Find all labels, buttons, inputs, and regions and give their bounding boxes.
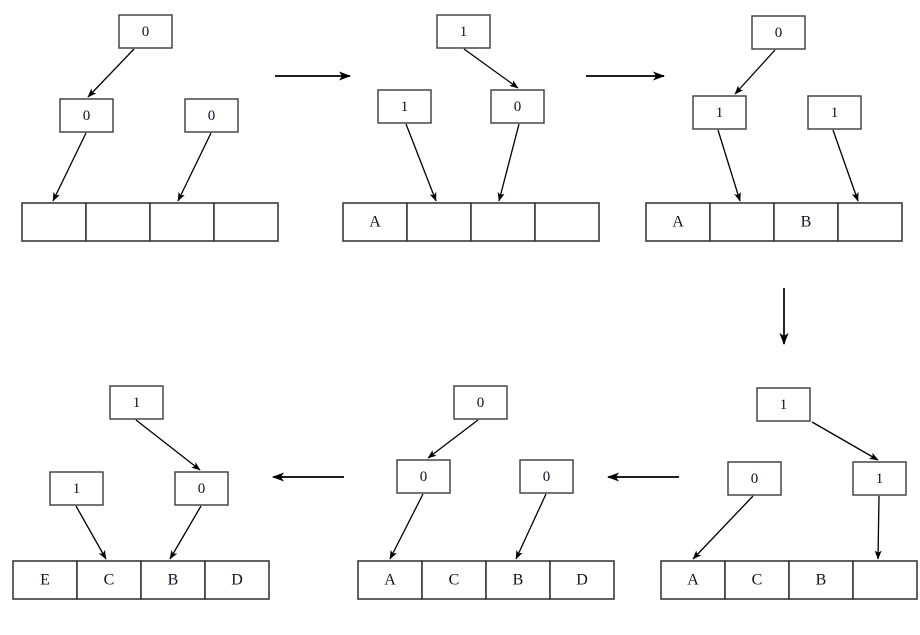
tree-node-box [852, 461, 907, 496]
tree-node-label: 0 [775, 25, 783, 41]
array-cell [852, 560, 918, 600]
tree-node-box [490, 89, 545, 124]
pointer-arrow [717, 129, 741, 202]
tree-array-panel: 0 0 0 [21, 14, 279, 242]
pointer-arrow [692, 495, 754, 560]
flow-arrows-layer [272, 71, 789, 482]
tree-node-label: 1 [460, 24, 468, 40]
tree-node-box [184, 98, 239, 133]
tree-array-panel: 1 1 0A [342, 14, 600, 242]
tree-node-box [807, 95, 862, 130]
array-cell [709, 202, 775, 242]
array-cell [534, 202, 600, 242]
tree-array-panel: 0 1 1A B [645, 15, 903, 242]
tree-node-label: 1 [73, 481, 81, 497]
tree-node-label: 0 [420, 469, 428, 485]
array-cell [724, 560, 790, 600]
array-cell-label: C [104, 572, 115, 589]
tree-node-box [396, 459, 451, 494]
pointer-arrow [463, 48, 519, 89]
pointer-arrow [87, 48, 135, 98]
tree-node-box [751, 15, 806, 50]
array-cell [85, 202, 151, 242]
pointer-arrow [734, 49, 776, 95]
array-cell-label: B [168, 572, 179, 589]
array-cell-label: A [384, 572, 396, 589]
array-cell [204, 560, 270, 600]
tree-node-box [727, 461, 782, 496]
tree-node-box [453, 385, 508, 420]
array-cell-label: B [513, 572, 524, 589]
pointer-arrow [135, 419, 201, 471]
tree-node-label: 1 [716, 105, 724, 121]
tree-array-panel: 1 0 1A C B [660, 387, 918, 600]
pointer-arrow [52, 132, 87, 202]
tree-node-label: 1 [401, 99, 409, 115]
tree-node-label: 0 [83, 108, 91, 124]
tree-node-box [692, 95, 747, 130]
tree-node-label: 0 [198, 481, 206, 497]
tree-node-box [118, 14, 173, 49]
array-cell-label: A [369, 214, 381, 231]
tree-array-panel: 1 1 0E C B D [12, 385, 270, 600]
pointer-arrow [389, 493, 424, 560]
pointer-arrow [169, 505, 202, 560]
array-cell [773, 202, 839, 242]
tree-array-panel: 0 0 0A C B D [357, 385, 615, 600]
array-cell-label: C [752, 572, 763, 589]
pointer-arrow [405, 123, 437, 202]
tree-node-box [174, 471, 229, 506]
tree-node-box [59, 98, 114, 133]
tree-node-box [756, 387, 811, 422]
pointer-arrow [874, 495, 882, 560]
tree-node-label: 0 [477, 395, 485, 411]
array-cell-label: C [449, 572, 460, 589]
tree-node-box [377, 89, 432, 124]
array-cell [21, 202, 87, 242]
array-cell [837, 202, 903, 242]
array-cell-label: A [672, 214, 684, 231]
array-cell-label: D [576, 572, 588, 589]
array-cell [421, 560, 487, 600]
array-cell [12, 560, 78, 600]
tree-node-label: 0 [208, 108, 216, 124]
tree-node-label: 0 [142, 24, 150, 40]
array-cell [549, 560, 615, 600]
pointer-arrow [811, 421, 879, 461]
tree-node-label: 1 [133, 395, 141, 411]
tree-node-label: 0 [751, 471, 759, 487]
tree-node-label: 0 [543, 469, 551, 485]
array-cell [406, 202, 472, 242]
pointer-arrow [177, 132, 212, 202]
array-cell-label: A [687, 572, 699, 589]
pointer-arrow [832, 129, 859, 202]
array-cell-label: D [231, 572, 243, 589]
array-cell-label: B [816, 572, 827, 589]
pointer-arrow [427, 419, 479, 459]
tree-node-box [519, 459, 574, 494]
tree-node-label: 1 [831, 105, 839, 121]
tree-node-label: 1 [780, 397, 788, 413]
tree-node-label: 1 [876, 471, 884, 487]
array-cell [149, 202, 215, 242]
pointer-arrow [75, 505, 107, 560]
tree-node-box [109, 385, 164, 420]
tree-node-box [436, 14, 491, 49]
array-cell [470, 202, 536, 242]
array-cell-label: E [40, 572, 50, 589]
tree-node-box [49, 471, 104, 506]
array-cell [342, 202, 408, 242]
array-cell [660, 560, 726, 600]
array-cell [140, 560, 206, 600]
array-cell-label: B [801, 214, 812, 231]
tree-node-label: 0 [514, 99, 522, 115]
pointer-arrow [515, 493, 547, 560]
array-cell [357, 560, 423, 600]
array-cell [213, 202, 279, 242]
pointer-arrow [497, 123, 520, 202]
